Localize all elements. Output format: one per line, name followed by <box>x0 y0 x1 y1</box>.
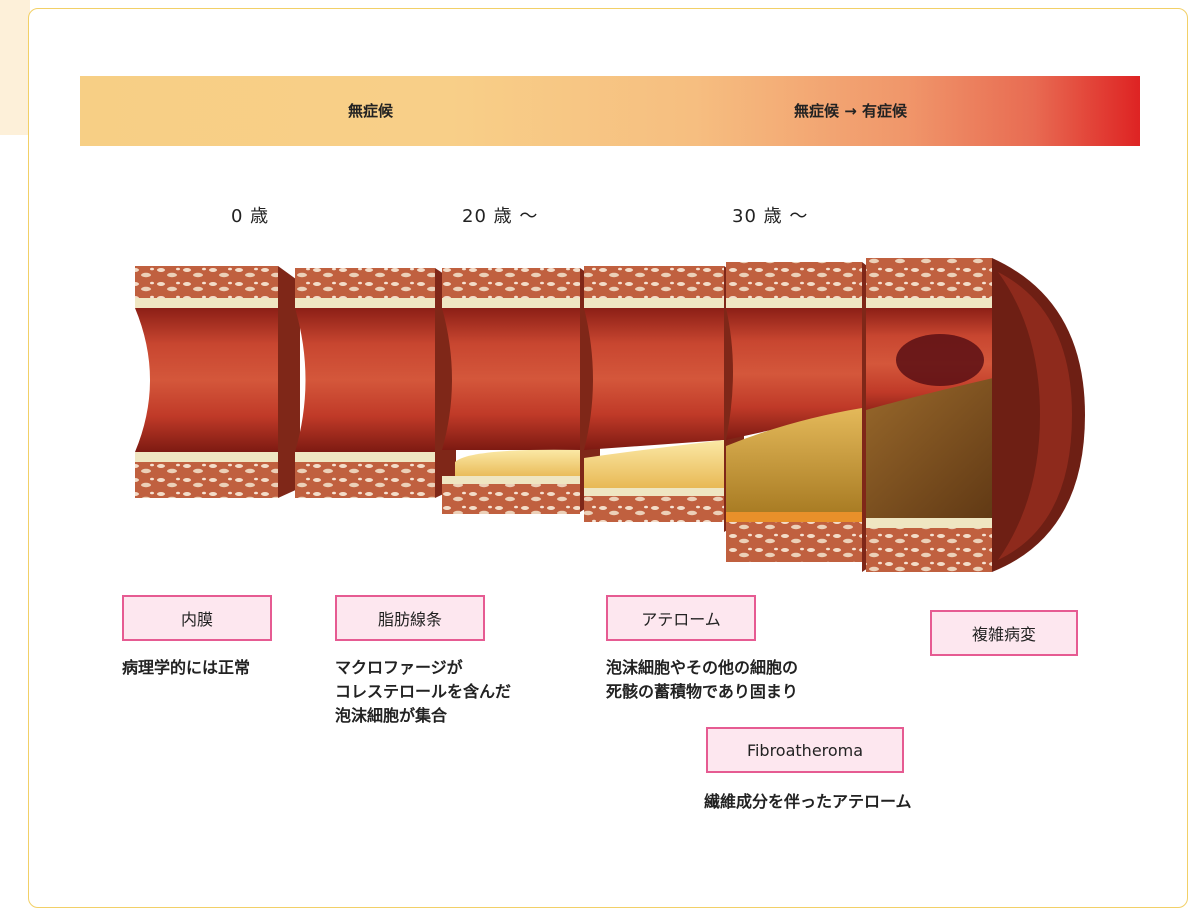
segment-fatty-streak <box>442 268 600 514</box>
asymptomatic-label: 無症候 <box>348 102 394 120</box>
segment-fibroatheroma <box>726 262 880 572</box>
stage-desc-fibroatheroma: 繊維成分を伴ったアテローム <box>704 792 912 811</box>
segment-normal-intima <box>135 266 300 498</box>
artery-progression-illustration <box>135 258 1085 572</box>
asymptomatic-to-symptomatic-label: 無症候 → 有症候 <box>794 102 908 120</box>
stage-box-complex-lesion: 複雑病変 <box>930 610 1078 656</box>
side-tab <box>0 0 30 135</box>
segment-atheroma <box>584 266 744 532</box>
stage-desc-intima: 病理学的には正常 <box>122 658 251 677</box>
age-label-20: 20 歳 ～ <box>462 206 539 227</box>
stage-box-fibroatheroma: Fibroatheroma <box>706 727 904 773</box>
segment-complex-lesion <box>866 258 1085 572</box>
age-label-0: 0 歳 <box>231 206 270 227</box>
stage-desc-atheroma: 泡沫細胞やその他の細胞の 死骸の蓄積物であり固まり <box>606 658 799 701</box>
stage-box-intima: 内膜 <box>122 595 272 641</box>
age-label-30: 30 歳 ～ <box>732 206 809 227</box>
stage-box-atheroma: アテローム <box>606 595 756 641</box>
stage-desc-fatty-streak: マクロファージが コレステロールを含んだ 泡沫細胞が集合 <box>335 658 512 725</box>
stage-box-fatty-streak: 脂肪線条 <box>335 595 485 641</box>
symptom-stage-bar: 無症候 無症候 → 有症候 <box>80 76 1140 146</box>
segment-fatty-streak-early <box>295 268 456 498</box>
